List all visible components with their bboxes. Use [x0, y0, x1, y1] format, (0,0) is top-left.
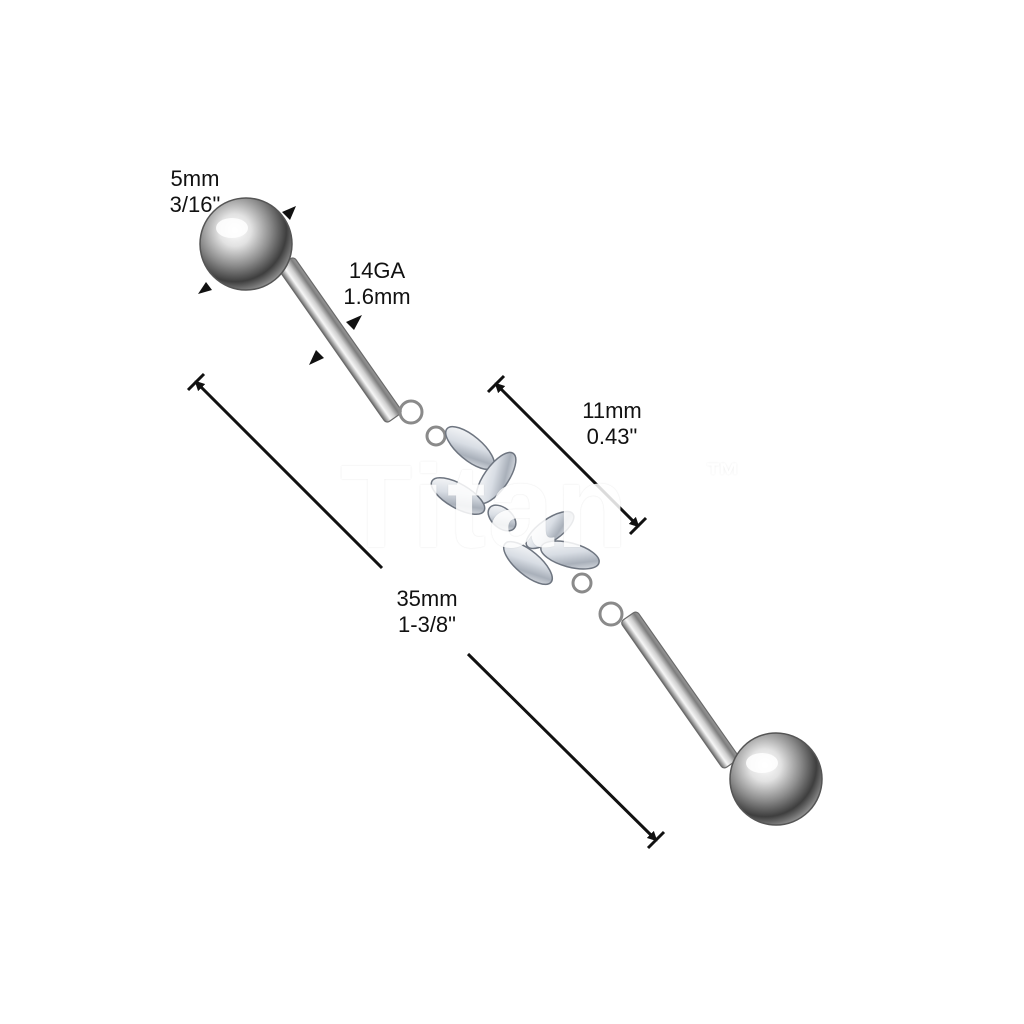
total-length-in: 1-3/8": [398, 612, 456, 637]
gauge-label: 14GA 1.6mm: [334, 258, 420, 310]
gauge-value: 14GA: [348, 258, 406, 283]
trademark-symbol: ™: [705, 455, 741, 496]
lower-bar: [621, 611, 739, 769]
total-length-mm: 35mm: [396, 586, 458, 611]
chain-links: [398, 399, 624, 627]
charm-length-label: 11mm 0.43": [572, 398, 652, 450]
charm-length-mm: 11mm: [582, 398, 642, 423]
brand-watermark: Titan: [340, 441, 630, 573]
ball-diameter-arrows: [198, 206, 296, 294]
total-length-label: 35mm 1-3/8": [382, 586, 472, 638]
charm-length-in: 0.43": [586, 424, 638, 449]
upper-ball: [199, 197, 293, 291]
ball-diameter-label: 5mm 3/16": [160, 166, 230, 218]
ball-diameter-in: 3/16": [169, 192, 221, 217]
ball-diameter-mm: 5mm: [170, 166, 220, 191]
charm-length-line: [486, 374, 648, 536]
lower-ball: [729, 732, 823, 826]
gauge-arrows: [309, 315, 362, 365]
total-length-line: [186, 372, 666, 850]
gauge-mm: 1.6mm: [343, 284, 411, 309]
